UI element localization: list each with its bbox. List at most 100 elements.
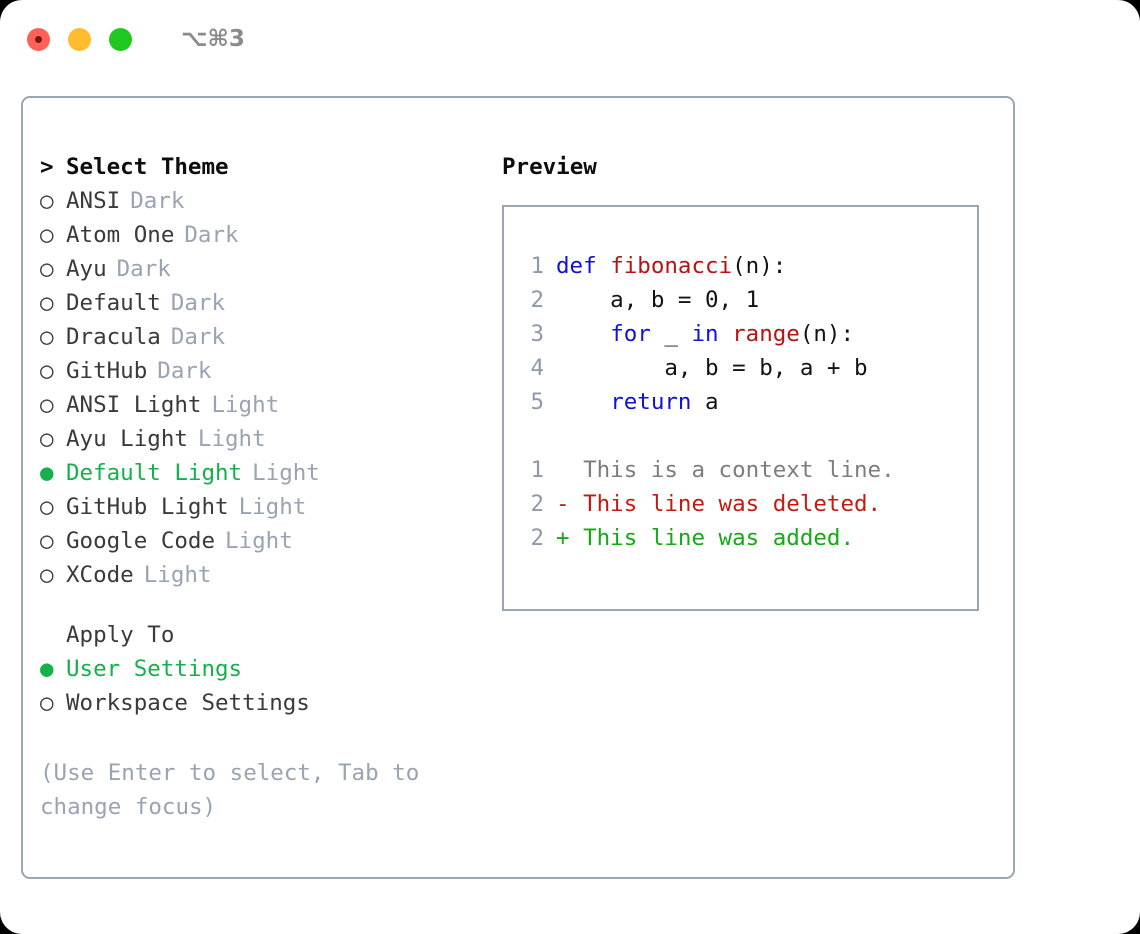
radio-unselected-icon[interactable]: ○ [40,256,54,282]
code-token: + This line was added. [556,525,855,551]
line-number: 2 [530,491,544,517]
code-token: def [556,253,611,279]
diff-line: 2+ This line was added. [504,521,977,555]
code-token: range [732,321,800,347]
theme-option-row[interactable]: ○ GitHub Light Light [40,490,490,524]
theme-option-row[interactable]: ○ ANSI Dark [40,184,490,218]
code-token [719,321,733,347]
theme-option-row[interactable]: ○ Default Dark [40,286,490,320]
code-token: - This line was deleted. [556,491,882,517]
theme-variant-tag: Light [211,392,280,418]
theme-option-label: Ayu Light [66,426,188,452]
theme-picker-header-label: Select Theme [66,154,229,180]
theme-variant-tag: Light [197,426,266,452]
code-line: 4 a, b = b, a + b [504,351,977,385]
traffic-lights [27,27,132,51]
code-token: (n): [799,321,855,347]
radio-unselected-icon[interactable]: ○ [40,324,54,350]
code-token: a [691,389,719,415]
theme-variant-tag: Dark [170,290,226,316]
code-line: 5 return a [504,385,977,419]
radio-unselected-icon[interactable]: ○ [40,494,54,520]
theme-variant-tag: Light [252,460,320,486]
theme-option-label: Dracula [66,324,161,350]
theme-option-label: Default Light [66,460,243,486]
close-window-button[interactable] [27,27,50,51]
theme-picker-header: > Select Theme [40,150,490,184]
apply-to-header: ○Apply To [40,618,490,652]
code-token [556,389,610,415]
theme-variant-tag: Light [225,528,293,554]
code-token: (n): [732,253,787,279]
apply-to-option-label: User Settings [66,656,243,682]
code-line: 1 def fibonacci(n): [504,249,977,283]
line-number: 1 [530,253,544,279]
radio-unselected-icon[interactable]: ○ [40,392,54,418]
radio-selected-icon[interactable]: ● [40,656,54,682]
theme-variant-tag: Light [143,562,212,588]
code-line: 3 for _ in range(n): [504,317,977,351]
title-bar: ⌥⌘3 [0,0,1140,78]
apply-to-option-row[interactable]: ● User Settings [40,652,490,686]
code-token: a, b = b, a + b [556,355,868,381]
theme-option-label: GitHub Light [66,494,229,520]
theme-option-row[interactable]: ● Default Light Light [40,456,490,490]
theme-option-row[interactable]: ○ Ayu Light Light [40,422,490,456]
line-number: 2 [530,287,544,313]
radio-unselected-icon[interactable]: ○ [40,358,54,384]
radio-unselected-icon[interactable]: ○ [40,188,54,214]
radio-unselected-icon[interactable]: ○ [40,528,54,554]
radio-unselected-icon[interactable]: ○ [40,290,54,316]
apply-to-group[interactable]: ○Apply To●User Settings○Workspace Settin… [40,618,490,720]
keyboard-hint-text: (Use Enter to select, Tab to change focu… [40,760,420,820]
line-number: 3 [530,321,544,347]
diff-line: 1 This is a context line. [504,453,977,487]
line-number: 5 [530,389,544,415]
theme-option-row[interactable]: ○ GitHub Dark [40,354,490,388]
code-token: a, b = 0, 1 [556,287,760,313]
focus-caret-icon: > [40,154,54,180]
radio-unselected-icon[interactable]: ○ [40,562,54,588]
keyboard-shortcut-label: ⌥⌘3 [181,26,245,52]
theme-option-label: XCode [66,562,134,588]
code-token: _ [650,321,692,347]
theme-option-label: Default [66,290,161,316]
preview-title: Preview [502,154,597,180]
apply-to-option-row[interactable]: ○Workspace Settings [40,686,490,720]
theme-option-label: ANSI [66,188,121,214]
maximize-window-button[interactable] [109,27,132,51]
apply-to-header-label: Apply To [66,622,175,648]
theme-variant-tag: Dark [130,188,185,214]
theme-option-label: GitHub [66,358,148,384]
code-token: for [610,321,651,347]
theme-option-row[interactable]: ○ Google Code Light [40,524,490,558]
theme-variant-tag: Dark [184,222,239,248]
diff-sample: 1 This is a context line. 2 - This line wa… [504,453,977,555]
spacer-icon: ○ [40,618,66,652]
code-token: return [610,389,692,415]
minimize-window-button[interactable] [68,27,91,51]
theme-option-row[interactable]: ○ XCode Light [40,558,490,592]
theme-option-label: Google Code [66,528,216,554]
theme-variant-tag: Dark [157,358,212,384]
code-token: fibonacci [610,253,733,279]
radio-unselected-icon[interactable]: ○ [40,426,54,452]
radio-unselected-icon[interactable]: ○ [40,222,54,248]
theme-option-label: Ayu [66,256,107,282]
line-number: 1 [530,457,544,483]
radio-selected-icon[interactable]: ● [40,460,54,486]
code-token: in [691,321,719,347]
code-token [556,321,610,347]
radio-unselected-icon[interactable]: ○ [40,690,54,716]
theme-variant-tag: Light [238,494,307,520]
